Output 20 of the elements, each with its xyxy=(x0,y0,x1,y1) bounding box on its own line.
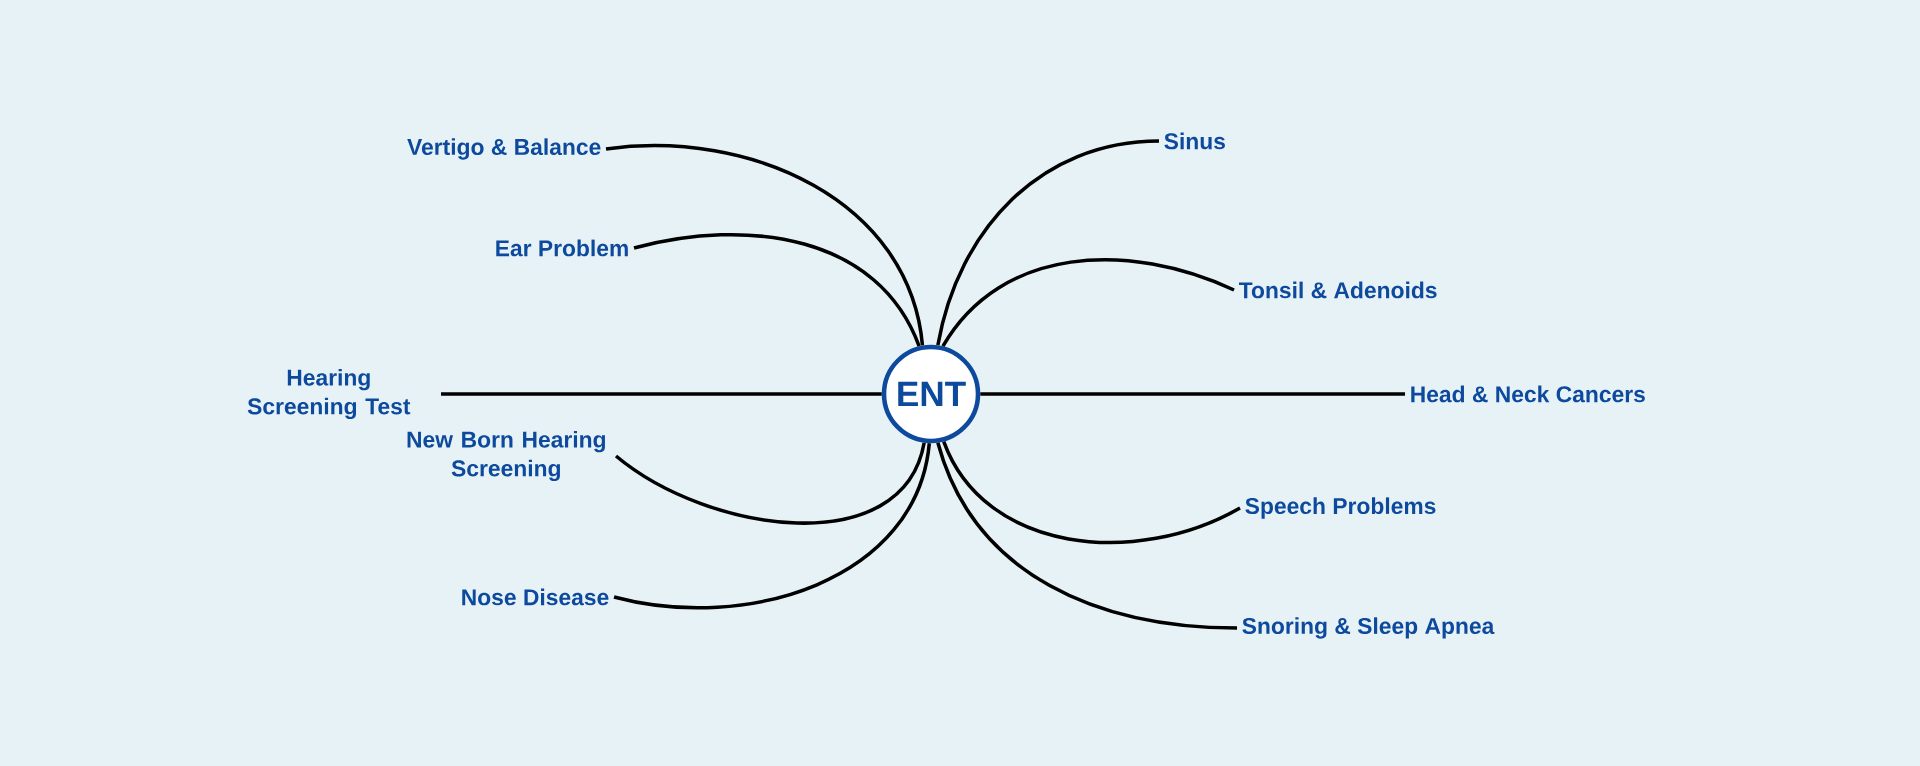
connector-line xyxy=(936,139,1160,346)
topic-label: New Born Hearing Screening xyxy=(407,430,605,482)
topic-label: Nose Disease xyxy=(462,588,609,606)
connector-line xyxy=(615,442,926,525)
connector-line xyxy=(605,144,925,346)
connector-line xyxy=(936,442,1238,630)
topic-label: Tonsil & Adenoids xyxy=(1239,281,1437,299)
topic-label: Head & Neck Cancers xyxy=(1411,385,1645,403)
connector-line xyxy=(441,392,882,396)
connector-line xyxy=(942,440,1241,544)
connector-line xyxy=(980,392,1405,396)
connector-line xyxy=(613,442,932,610)
connector-line xyxy=(941,258,1235,348)
topic-label: Vertigo & Balance xyxy=(407,138,601,160)
connector-line xyxy=(633,233,921,347)
topic-label: Ear Problem xyxy=(496,239,628,257)
topic-label: Speech Problems xyxy=(1245,497,1436,519)
topic-label: Snoring & Sleep Apnea xyxy=(1242,617,1495,639)
topic-label: Hearing Screening Test xyxy=(247,368,411,420)
topic-label: Sinus xyxy=(1164,132,1225,150)
